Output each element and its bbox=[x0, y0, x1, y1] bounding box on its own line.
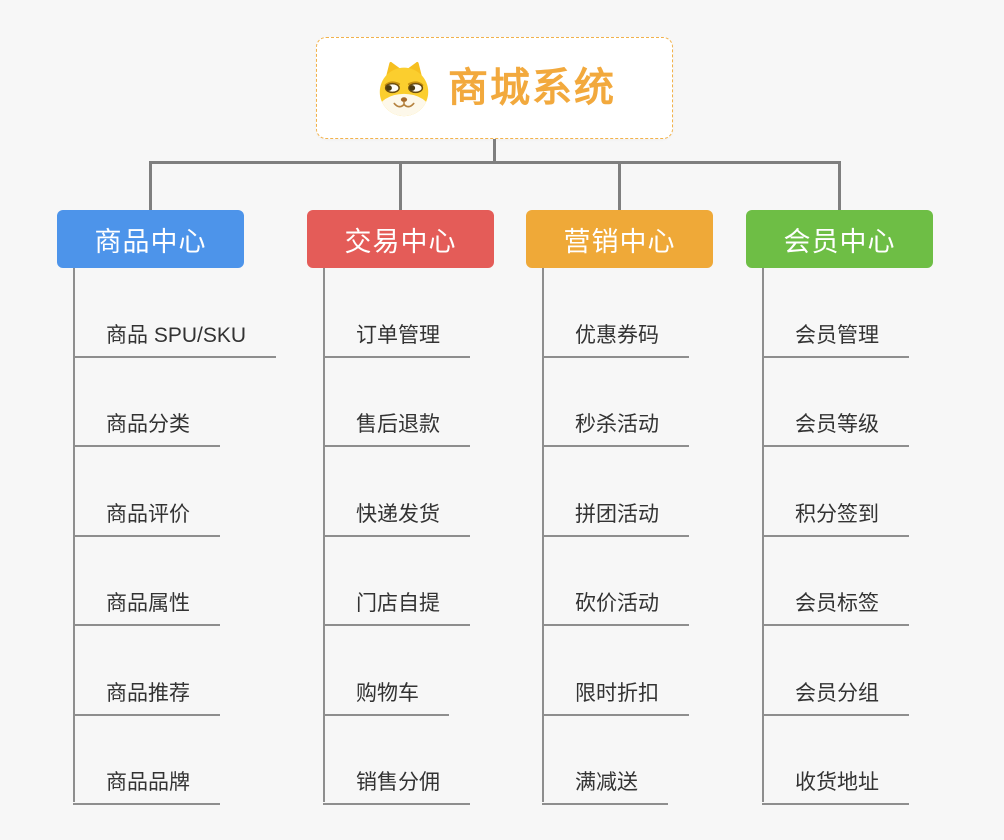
branch-label: 交易中心 bbox=[344, 226, 457, 257]
connector-column-line bbox=[323, 268, 325, 802]
connector-drop-trade bbox=[399, 161, 402, 210]
branch-node-member[interactable]: 会员中心 bbox=[746, 210, 933, 268]
leaf-node[interactable]: 商品分类 bbox=[73, 410, 220, 447]
connector-column-line bbox=[762, 268, 764, 802]
leaf-node[interactable]: 限时折扣 bbox=[542, 679, 689, 716]
leaf-node[interactable]: 快递发货 bbox=[323, 500, 470, 537]
leaf-node[interactable]: 门店自提 bbox=[323, 589, 470, 626]
connector-drop-marketing bbox=[618, 161, 621, 210]
connector-drop-product bbox=[149, 161, 152, 210]
leaf-node[interactable]: 售后退款 bbox=[323, 410, 470, 447]
leaf-node[interactable]: 订单管理 bbox=[323, 321, 470, 358]
leaf-node[interactable]: 购物车 bbox=[323, 679, 449, 716]
branch-label: 商品中心 bbox=[94, 226, 207, 257]
leaf-node[interactable]: 收货地址 bbox=[762, 768, 909, 805]
root-node[interactable]: 商城系统 bbox=[316, 37, 673, 139]
leaf-node[interactable]: 商品评价 bbox=[73, 500, 220, 537]
leaf-node[interactable]: 积分签到 bbox=[762, 500, 909, 537]
branch-node-product[interactable]: 商品中心 bbox=[57, 210, 244, 268]
branch-node-trade[interactable]: 交易中心 bbox=[307, 210, 494, 268]
leaf-node[interactable]: 商品 SPU/SKU bbox=[73, 321, 277, 358]
leaf-node[interactable]: 商品推荐 bbox=[73, 679, 220, 716]
branch-label: 会员中心 bbox=[783, 226, 896, 257]
branch-label: 营销中心 bbox=[563, 226, 676, 257]
leaf-node[interactable]: 会员等级 bbox=[762, 410, 909, 447]
leaf-node[interactable]: 会员管理 bbox=[762, 321, 909, 358]
leaf-node[interactable]: 拼团活动 bbox=[542, 500, 689, 537]
branch-node-marketing[interactable]: 营销中心 bbox=[526, 210, 713, 268]
connector-drop-member bbox=[838, 161, 841, 210]
connector-column-line bbox=[73, 268, 75, 802]
connector-column-line bbox=[542, 268, 544, 802]
leaf-node[interactable]: 优惠券码 bbox=[542, 321, 689, 358]
leaf-node[interactable]: 会员标签 bbox=[762, 589, 909, 626]
doge-icon bbox=[379, 61, 429, 117]
branch-children-trade: 订单管理 售后退款 快递发货 门店自提 购物车 销售分佣 bbox=[307, 268, 557, 805]
branch-children-marketing: 优惠券码 秒杀活动 拼团活动 砍价活动 限时折扣 满减送 bbox=[526, 268, 776, 805]
leaf-node[interactable]: 会员分组 bbox=[762, 679, 909, 716]
leaf-node[interactable]: 商品品牌 bbox=[73, 768, 220, 805]
leaf-node[interactable]: 销售分佣 bbox=[323, 768, 470, 805]
leaf-node[interactable]: 商品属性 bbox=[73, 589, 220, 626]
connector-root-stem bbox=[493, 139, 496, 164]
leaf-node[interactable]: 满减送 bbox=[542, 768, 668, 805]
leaf-node[interactable]: 砍价活动 bbox=[542, 589, 689, 626]
leaf-node[interactable]: 秒杀活动 bbox=[542, 410, 689, 447]
root-title: 商城系统 bbox=[448, 66, 616, 110]
connector-bus bbox=[149, 161, 841, 164]
branch-children-product: 商品 SPU/SKU 商品分类 商品评价 商品属性 商品推荐 商品品牌 bbox=[57, 268, 307, 805]
branch-children-member: 会员管理 会员等级 积分签到 会员标签 会员分组 收货地址 bbox=[746, 268, 996, 805]
